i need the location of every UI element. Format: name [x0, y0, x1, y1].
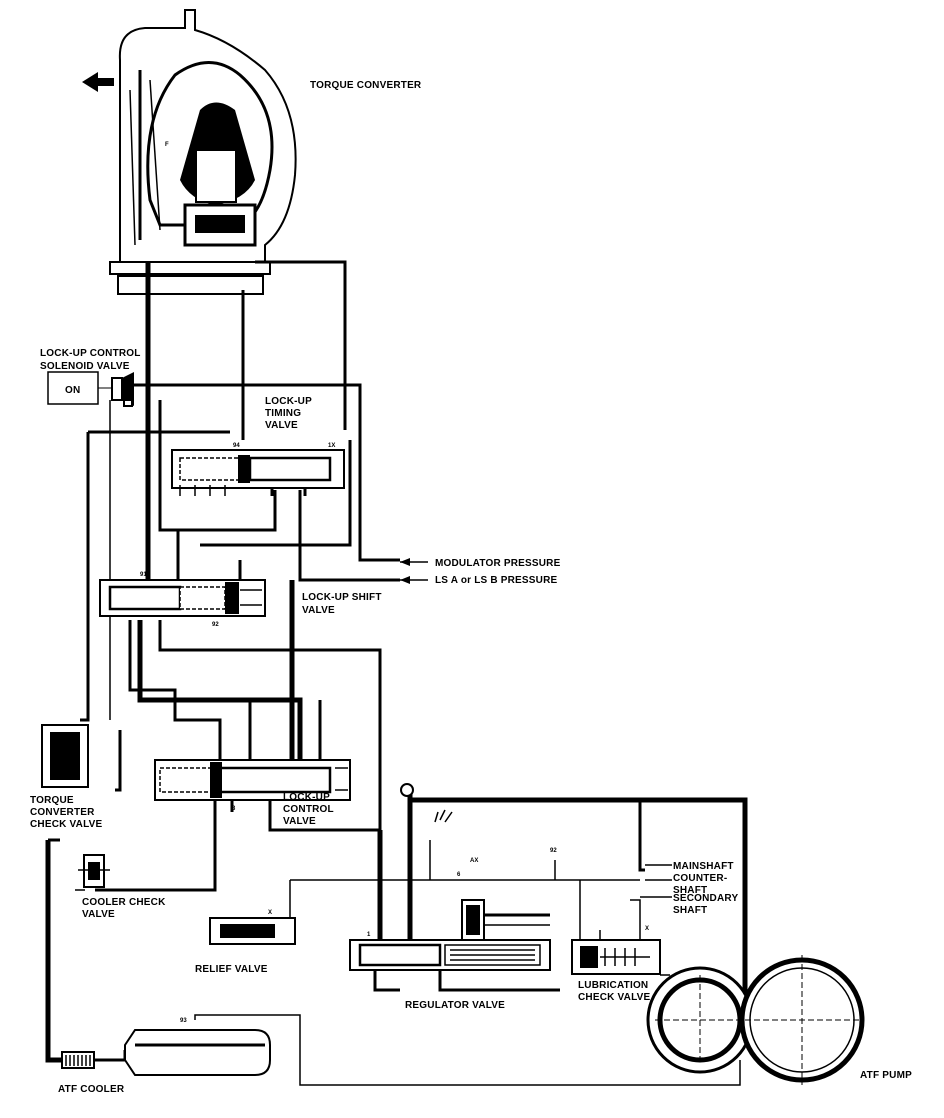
- label-modulator-pressure: MODULATOR PRESSURE: [435, 558, 561, 569]
- atf-cooler: 93: [61, 1018, 271, 1076]
- port-label-b: 91: [140, 572, 147, 578]
- label-control-line1: LOCK-UP: [283, 792, 330, 803]
- port-label-c: 92: [212, 622, 219, 628]
- label-countershaft-line1: COUNTER-: [673, 873, 727, 884]
- label-solenoid-line2: SOLENOID VALVE: [40, 361, 130, 372]
- pressure-inputs: [400, 558, 428, 584]
- lockup-control-solenoid-valve: ON: [47, 371, 134, 407]
- label-lube-line1: LUBRICATION: [578, 980, 648, 991]
- label-regulator-valve: REGULATOR VALVE: [405, 1000, 505, 1011]
- svg-text:F: F: [165, 142, 169, 148]
- label-lube-line2: CHECK VALVE: [578, 992, 651, 1003]
- label-timing-line2: TIMING: [265, 408, 301, 419]
- port-label-j: 1: [367, 932, 371, 938]
- label-timing-line3: VALVE: [265, 420, 298, 431]
- label-timing-line1: LOCK-UP: [265, 396, 312, 407]
- label-atf-cooler: ATF COOLER: [58, 1084, 125, 1095]
- label-torque-converter: TORQUE CONVERTER: [310, 80, 422, 91]
- label-countershaft-line2: SHAFT: [673, 885, 707, 896]
- port-label-l: 93: [180, 1018, 187, 1024]
- lockup-shift-valve: 91 92: [99, 572, 266, 628]
- label-tc-check-line3: CHECK VALVE: [30, 819, 103, 830]
- port-label-e: 1X: [328, 443, 335, 449]
- label-secondary-line2: SHAFT: [673, 905, 707, 916]
- label-cooler-check-line1: COOLER CHECK: [82, 897, 166, 908]
- hydraulic-lines: [45, 260, 748, 1086]
- port-label-g: AX: [470, 858, 478, 864]
- label-shift-line1: LOCK-UP SHIFT: [302, 592, 382, 603]
- label-cooler-check-line2: VALVE: [82, 909, 115, 920]
- shaft-labels: [640, 864, 672, 898]
- lockup-control-valve: 3: [154, 759, 351, 812]
- port-label-a: 94: [233, 443, 240, 449]
- label-shift-line2: VALVE: [302, 605, 335, 616]
- label-tc-check-line1: TORQUE: [30, 795, 74, 806]
- port-label-h: 92: [550, 848, 557, 854]
- regulator-valve: AX 92 6 1: [349, 783, 557, 971]
- atf-pump: [646, 955, 865, 1085]
- lubrication-check-valve: X: [571, 926, 661, 975]
- torque-converter: F: [82, 9, 297, 295]
- relief-valve: X: [209, 910, 296, 945]
- torque-converter-check-valve: [41, 724, 89, 788]
- label-atf-pump: ATF PUMP: [860, 1070, 912, 1081]
- port-label-k: X: [645, 926, 649, 932]
- lockup-timing-valve: 94 1X: [171, 443, 345, 496]
- label-solenoid-line1: LOCK-UP CONTROL: [40, 348, 141, 359]
- port-label-i: 6: [457, 872, 461, 878]
- label-relief-valve: RELIEF VALVE: [195, 964, 268, 975]
- port-label-f: X: [268, 910, 272, 916]
- cooler-check-valve: [78, 854, 110, 888]
- label-secondary-line1: SECONDARY: [673, 893, 738, 904]
- label-mainshaft: MAINSHAFT: [673, 861, 734, 872]
- label-ls-pressure: LS A or LS B PRESSURE: [435, 575, 557, 586]
- solenoid-state: ON: [65, 385, 80, 396]
- label-tc-check-line2: CONVERTER: [30, 807, 95, 818]
- label-control-line3: VALVE: [283, 816, 316, 827]
- label-control-line2: CONTROL: [283, 804, 334, 815]
- port-label-d: 3: [232, 806, 236, 812]
